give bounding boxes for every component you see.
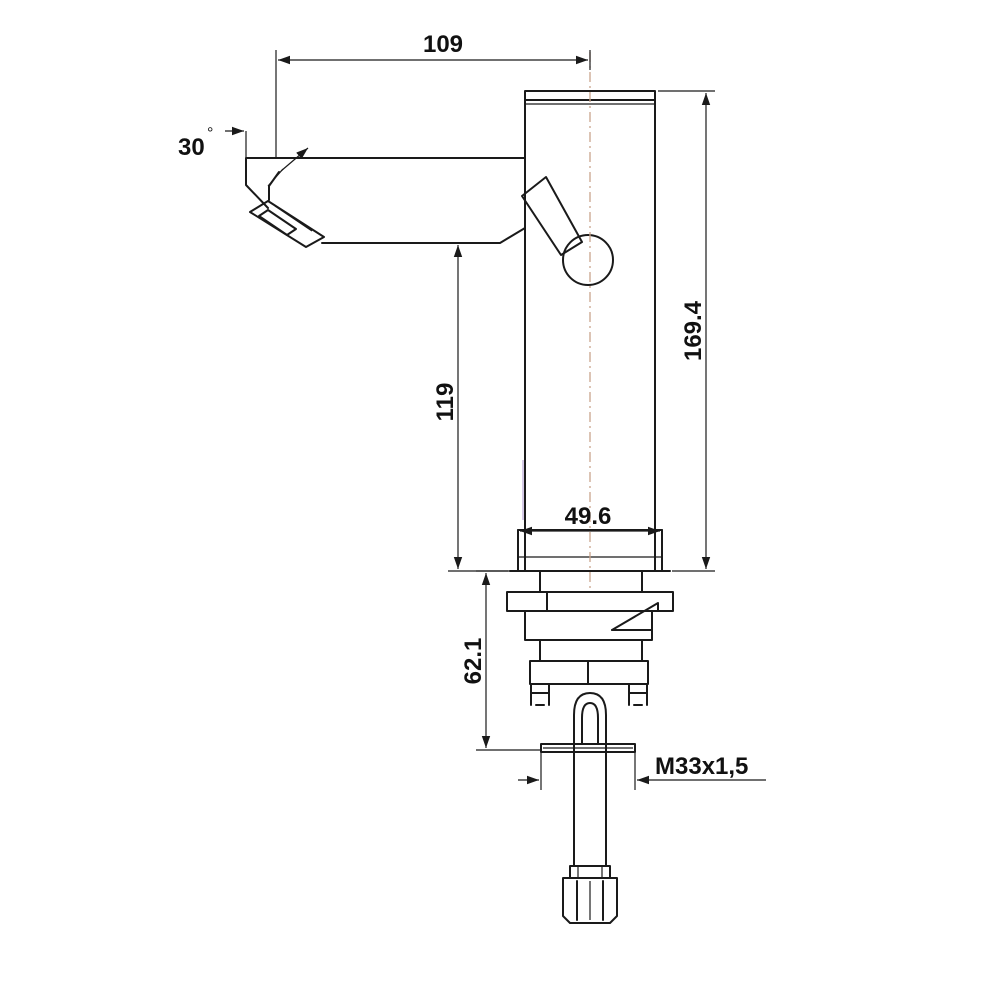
spout-reach-label: 109 [423,31,463,58]
body-diameter-label: 49.6 [565,503,612,530]
below-deck-label: 62.1 [460,638,487,685]
outlet-height-label: 119 [432,383,459,422]
angle-value: 30 [178,134,205,161]
angle-degree-symbol: ° [207,125,213,142]
dimension-total-height [658,90,715,572]
flex-hose [562,692,618,924]
total-height-label: 169.4 [680,300,707,361]
thread-label: M33x1,5 [655,753,748,780]
angle-indicator [225,126,309,187]
dimension-thread [518,752,766,790]
lever-handle [521,176,614,286]
spout [245,157,526,248]
aerator [249,200,325,248]
dimension-below-deck [476,570,541,751]
mounting-hardware [506,570,674,753]
dimension-spout-reach [275,50,591,158]
